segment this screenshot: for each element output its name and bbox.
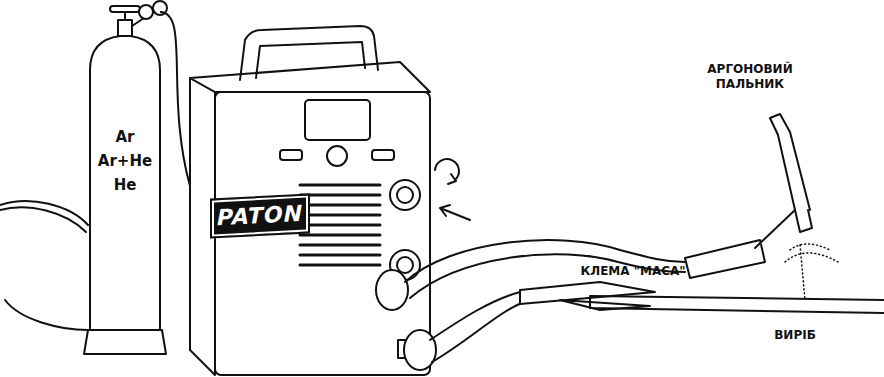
cable-plug [376,270,408,310]
machine-knob [327,146,347,166]
socket [397,257,413,273]
torch-nozzle [795,210,812,232]
machine-display [305,100,370,140]
gas-hose [0,207,86,232]
push-arrow [440,205,470,220]
welding-machine: PATON [190,26,435,376]
workpiece-label: ВИРІБ [755,328,835,343]
ground-clamp [520,282,655,304]
machine-handle [240,26,378,80]
workpiece [590,296,884,313]
ground-cable [432,302,525,362]
rotate-arrow [448,174,456,184]
machine-handle [256,42,365,78]
machine-button [372,150,394,160]
socket [397,187,413,203]
gas-hose [160,12,190,186]
clamp-label: КЛЕМА "МАСА" [548,264,718,279]
gas-hose [0,201,88,330]
brand-logo: PATON [212,195,308,236]
machine-vents [300,185,380,265]
cable-plug [404,330,436,370]
socket [390,180,420,210]
torch-label: АРГОНОВИЙ ПАЛЬНИК [690,62,810,92]
machine-top [190,62,430,92]
gas-cylinder: ArAr+HeHe [80,0,170,356]
rotate-arrow [435,159,459,180]
arc-sparks [785,244,838,300]
gas-label: Ar+He [80,152,170,170]
torch-handle [685,240,765,278]
gas-label: He [80,176,170,194]
gas-label: Ar [80,128,170,146]
machine-button [280,150,302,160]
